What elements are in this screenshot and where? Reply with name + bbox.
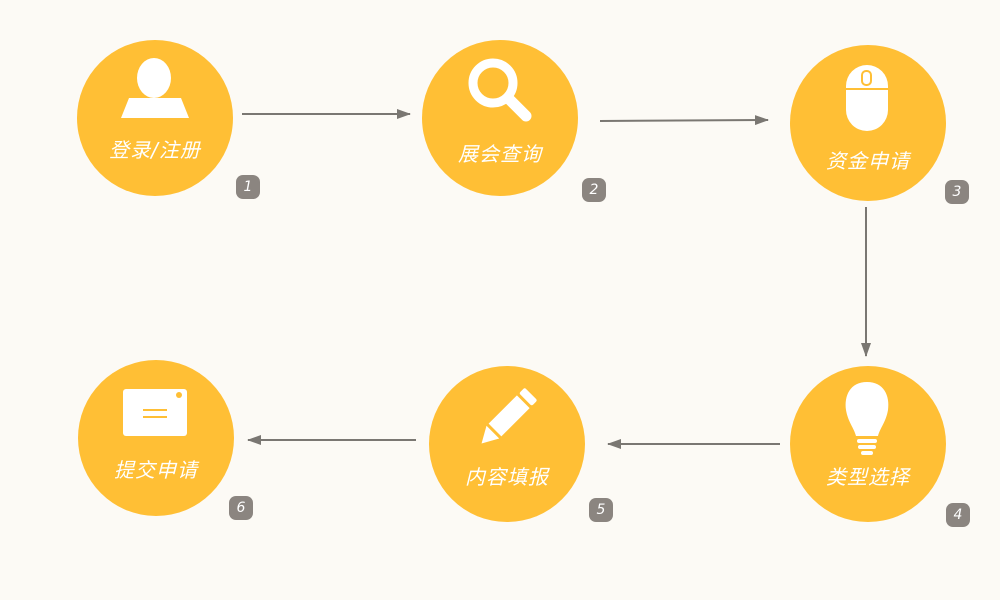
step-number-badge: 4 bbox=[946, 503, 970, 527]
step-label: 提交申请 bbox=[114, 458, 198, 482]
step-content-filling[interactable]: 内容填报 bbox=[429, 366, 585, 522]
step-number-badge: 6 bbox=[229, 496, 253, 520]
lightbulb-icon bbox=[845, 382, 889, 455]
arrow-2-to-3 bbox=[599, 115, 769, 126]
step-label: 资金申请 bbox=[826, 149, 910, 173]
step-number-badge: 5 bbox=[589, 498, 613, 522]
step-number-badge: 3 bbox=[945, 180, 969, 204]
step-label: 内容填报 bbox=[465, 465, 549, 489]
step-label: 类型选择 bbox=[826, 465, 910, 489]
step-number-badge: 2 bbox=[582, 178, 606, 202]
step-submit-application[interactable]: 提交申请 bbox=[78, 360, 234, 516]
step-label: 登录/注册 bbox=[109, 138, 201, 162]
search-icon bbox=[468, 58, 532, 122]
step-fund-application[interactable]: 资金申请 bbox=[790, 45, 946, 201]
step-number-badge: 1 bbox=[236, 175, 260, 199]
step-login-register[interactable]: 登录/注册 bbox=[77, 40, 233, 196]
envelope-icon bbox=[123, 389, 187, 436]
step-exhibition-search[interactable]: 展会查询 bbox=[422, 40, 578, 196]
pencil-icon bbox=[481, 388, 537, 444]
step-label: 展会查询 bbox=[458, 142, 542, 166]
mouse-icon bbox=[846, 65, 888, 131]
step-type-selection[interactable]: 类型选择 bbox=[790, 366, 946, 522]
user-icon bbox=[121, 58, 189, 118]
